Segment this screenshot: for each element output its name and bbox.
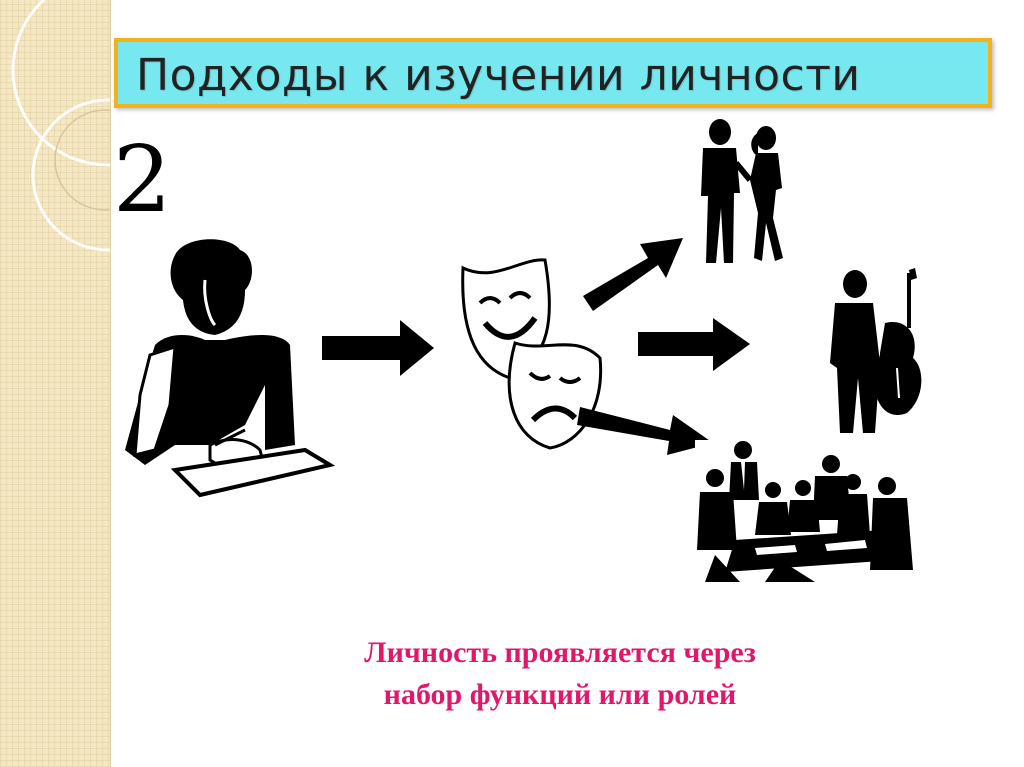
arrow-up-right-icon bbox=[583, 238, 683, 311]
slide-number: 2 bbox=[113, 126, 172, 233]
double-bass-player-icon bbox=[830, 268, 922, 433]
title-banner: Подходы к изучении личности bbox=[114, 38, 992, 108]
arrow-down-right-icon bbox=[577, 407, 713, 455]
sidebar-circles bbox=[11, 0, 110, 252]
caption: Личность проявляется через набор функций… bbox=[220, 632, 900, 716]
arrow-right-icon bbox=[322, 320, 434, 376]
couple-silhouette-icon bbox=[701, 119, 783, 263]
arrow-right-icon-2 bbox=[638, 318, 750, 371]
caption-line-2: набор функций или ролей bbox=[383, 678, 737, 711]
writing-person-icon bbox=[125, 239, 335, 498]
business-meeting-icon bbox=[695, 440, 917, 582]
decorative-sidebar bbox=[0, 0, 111, 767]
caption-line-1: Личность проявляется через bbox=[364, 636, 756, 669]
page-title: Подходы к изучении личности bbox=[136, 50, 861, 101]
